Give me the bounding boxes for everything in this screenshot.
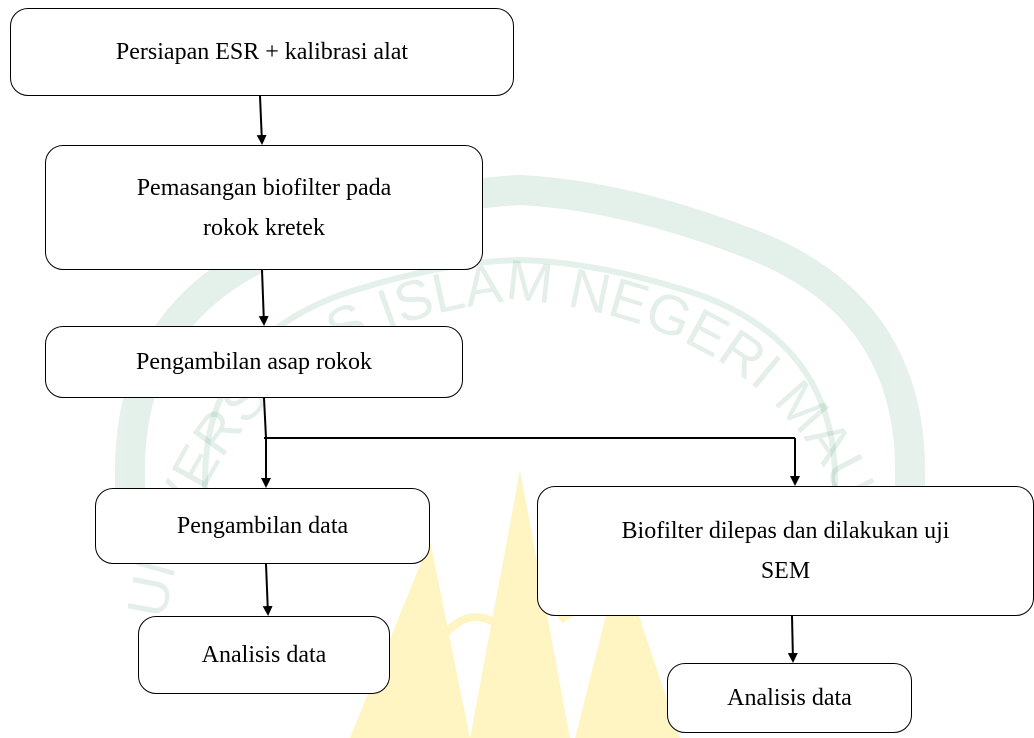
node-pengambilan-data-label: Pengambilan data	[176, 513, 349, 539]
arrow-biofilter-sem-to-analisis-right	[787, 615, 798, 663]
node-biofilter-sem-line-2: SEM	[760, 558, 811, 584]
node-persiapan: Persiapan ESR + kalibrasi alat	[10, 8, 514, 96]
node-analisis-data-left: Analisis data	[138, 616, 390, 694]
node-pemasangan-line-1: Pemasangan biofilter pada	[136, 174, 392, 201]
node-pengambilan-asap: Pengambilan asap rokok	[45, 326, 463, 398]
node-persiapan-label: Persiapan ESR + kalibrasi alat	[115, 39, 409, 65]
line-pengambilan-asap-trunk	[263, 397, 267, 439]
node-pemasangan-line-2: rokok kretek	[203, 214, 325, 241]
arrow-persiapan-to-pemasangan	[256, 95, 267, 145]
node-pengambilan-data: Pengambilan data	[95, 488, 430, 564]
arrow-pemasangan-to-pengambilan-asap	[258, 269, 269, 326]
node-biofilter-sem-text: Biofilter dilepas dan dilakukan uji SEM	[622, 511, 950, 591]
node-analisis-data-right: Analisis data	[667, 663, 912, 733]
node-analisis-data-right-label: Analisis data	[727, 685, 852, 711]
node-biofilter-sem: Biofilter dilepas dan dilakukan uji SEM	[537, 486, 1034, 616]
node-pemasangan-text: Pemasangan biofilter pada rokok kretek	[137, 168, 392, 248]
node-analisis-data-left-label: Analisis data	[201, 642, 327, 668]
node-biofilter-sem-line-1: Biofilter dilepas dan dilakukan uji	[621, 518, 950, 544]
node-pengambilan-asap-label: Pengambilan asap rokok	[136, 349, 372, 375]
arrow-pengambilan-data-to-analisis-left	[262, 563, 273, 616]
node-pemasangan: Pemasangan biofilter pada rokok kretek	[45, 145, 483, 270]
